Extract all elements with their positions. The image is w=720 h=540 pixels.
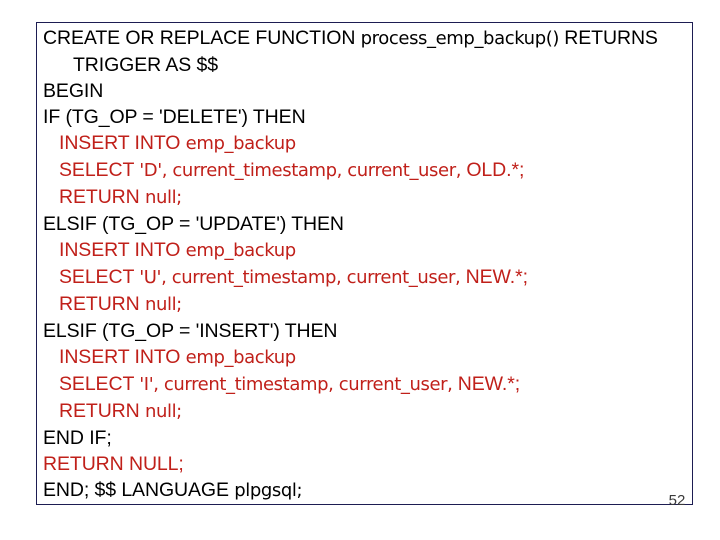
code-block: CREATE OR REPLACE FUNCTION process_emp_b… bbox=[43, 25, 688, 504]
code-identifier-run: null; bbox=[144, 187, 182, 208]
code-line: IF (TG_OP = 'DELETE') THEN bbox=[43, 104, 688, 130]
code-keyword-run: ELSIF (TG_OP = 'UPDATE') THEN bbox=[43, 213, 344, 235]
code-tail-run: NEW.*; bbox=[457, 373, 521, 395]
code-line: SELECT 'U', current_timestamp, current_u… bbox=[43, 264, 688, 291]
code-content-frame: CREATE OR REPLACE FUNCTION process_emp_b… bbox=[36, 22, 693, 505]
code-line: RETURN null; bbox=[43, 291, 688, 318]
code-keyword-run: RETURN bbox=[59, 400, 145, 422]
code-line: BEGIN bbox=[43, 78, 688, 104]
code-line: SELECT 'I', current_timestamp, current_u… bbox=[43, 371, 688, 398]
code-keyword-run: INSERT INTO bbox=[59, 132, 186, 154]
code-line: INSERT INTO emp_backup bbox=[43, 344, 688, 371]
code-line: ELSIF (TG_OP = 'INSERT') THEN bbox=[43, 318, 688, 344]
code-keyword-run: IF (TG_OP = 'DELETE') THEN bbox=[43, 106, 306, 128]
code-keyword-run: RETURN bbox=[59, 186, 145, 208]
code-keyword-run: INSERT INTO bbox=[59, 346, 186, 368]
code-identifier-run: 'I', current_timestamp, current_user, bbox=[139, 374, 458, 395]
code-tail-run: NEW.*; bbox=[465, 266, 528, 288]
code-line: CREATE OR REPLACE FUNCTION process_emp_b… bbox=[43, 25, 688, 52]
code-line: ELSIF (TG_OP = 'UPDATE') THEN bbox=[43, 211, 688, 237]
code-line: TRIGGER AS $$ bbox=[43, 52, 688, 78]
code-keyword-run: TRIGGER AS $$ bbox=[73, 54, 218, 76]
code-line: RETURN null; bbox=[43, 184, 688, 211]
code-keyword-run: CREATE OR REPLACE FUNCTION bbox=[43, 27, 361, 49]
code-identifier-run: null; bbox=[144, 401, 182, 422]
code-identifier-run: emp_backup bbox=[185, 347, 296, 368]
code-identifier-run: plpgsql; bbox=[234, 480, 303, 501]
page-number: 52 bbox=[668, 492, 686, 509]
code-line: INSERT INTO emp_backup bbox=[43, 130, 688, 157]
code-keyword-run: SELECT bbox=[59, 159, 140, 181]
code-keyword-run: ELSIF (TG_OP = 'INSERT') THEN bbox=[43, 320, 338, 342]
code-identifier-run: emp_backup bbox=[185, 133, 296, 154]
code-keyword-run: SELECT bbox=[59, 266, 140, 288]
code-line: RETURN NULL; bbox=[43, 451, 688, 477]
code-line: SELECT 'D', current_timestamp, current_u… bbox=[43, 157, 688, 184]
code-keyword-run: END IF; bbox=[43, 427, 112, 449]
code-keyword-run: INSERT INTO bbox=[59, 239, 186, 261]
code-line: INSERT INTO emp_backup bbox=[43, 237, 688, 264]
code-tail-run: RETURNS bbox=[558, 27, 658, 49]
code-keyword-run: RETURN NULL; bbox=[43, 453, 184, 475]
code-identifier-run: null; bbox=[144, 294, 182, 315]
code-keyword-run: BEGIN bbox=[43, 80, 104, 102]
code-line: END IF; bbox=[43, 425, 688, 451]
code-line: RETURN null; bbox=[43, 398, 688, 425]
code-keyword-run: SELECT bbox=[59, 373, 140, 395]
code-identifier-run: process_emp_backup() bbox=[360, 28, 560, 49]
code-identifier-run: emp_backup bbox=[185, 240, 296, 261]
code-line: END; $$ LANGUAGE plpgsql; bbox=[43, 477, 688, 504]
code-identifier-run: 'U', current_timestamp, current_user, bbox=[139, 267, 466, 288]
code-identifier-run: 'D', current_timestamp, current_user, bbox=[139, 160, 467, 181]
code-keyword-run: RETURN bbox=[59, 293, 145, 315]
code-keyword-run: END; $$ LANGUAGE bbox=[43, 479, 235, 501]
code-tail-run: OLD.*; bbox=[466, 159, 525, 181]
